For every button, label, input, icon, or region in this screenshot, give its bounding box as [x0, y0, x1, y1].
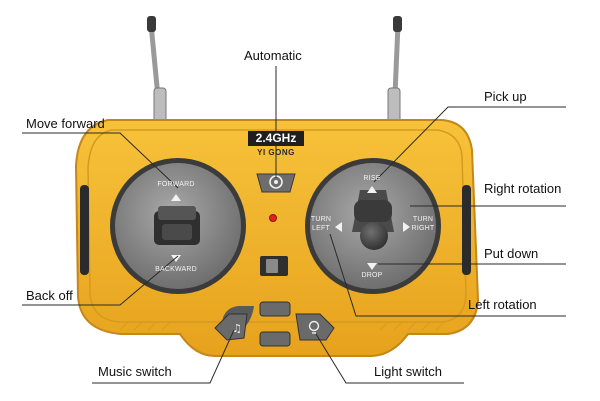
light-switch-button[interactable]	[295, 313, 335, 341]
center-top-button[interactable]	[259, 301, 291, 317]
up-arrow-icon	[367, 186, 377, 193]
music-switch-callout: Music switch	[98, 364, 172, 379]
turn-left-label-2: LEFT	[312, 225, 330, 232]
automatic-callout: Automatic	[244, 48, 302, 63]
right-arrow-icon	[403, 222, 410, 232]
turn-left-label-1: TURN	[310, 216, 332, 223]
right-antenna	[387, 16, 402, 123]
brand-label: YI GONG	[257, 148, 295, 157]
power-led	[269, 214, 277, 222]
left-antenna	[147, 16, 167, 123]
music-switch-button[interactable]: ♫	[214, 306, 254, 341]
callout-leader-lines	[22, 66, 566, 384]
left-arrow-icon	[335, 222, 342, 232]
left-side-grip	[80, 185, 89, 275]
back-off-callout: Back off	[26, 288, 73, 303]
frequency-label: 2.4GHz	[248, 131, 304, 146]
forward-label: FORWARD	[157, 181, 195, 188]
music-icon: ♫	[232, 322, 242, 335]
power-switch[interactable]	[260, 256, 288, 276]
left-joystick[interactable]	[154, 206, 200, 245]
rise-label: RISE	[363, 175, 381, 182]
right-joystick[interactable]	[352, 190, 394, 250]
pick-up-callout: Pick up	[484, 89, 527, 104]
right-rotation-callout: Right rotation	[484, 181, 562, 196]
light-switch-callout: Light switch	[374, 364, 442, 379]
backward-label: BACKWARD	[155, 266, 197, 273]
down-arrow-icon	[171, 255, 181, 262]
put-down-callout: Put down	[484, 246, 539, 261]
up-arrow-icon	[171, 194, 181, 201]
light-bulb-icon	[308, 320, 320, 332]
down-arrow-icon	[367, 263, 377, 270]
turn-right-label-1: TURN	[412, 216, 434, 223]
move-forward-callout: Move forward	[26, 116, 105, 131]
right-side-grip	[462, 185, 471, 275]
center-bottom-button[interactable]	[259, 331, 291, 347]
drop-label: DROP	[361, 272, 383, 279]
turn-right-label-2: RIGHT	[411, 225, 435, 232]
left-rotation-callout: Left rotation	[468, 297, 537, 312]
